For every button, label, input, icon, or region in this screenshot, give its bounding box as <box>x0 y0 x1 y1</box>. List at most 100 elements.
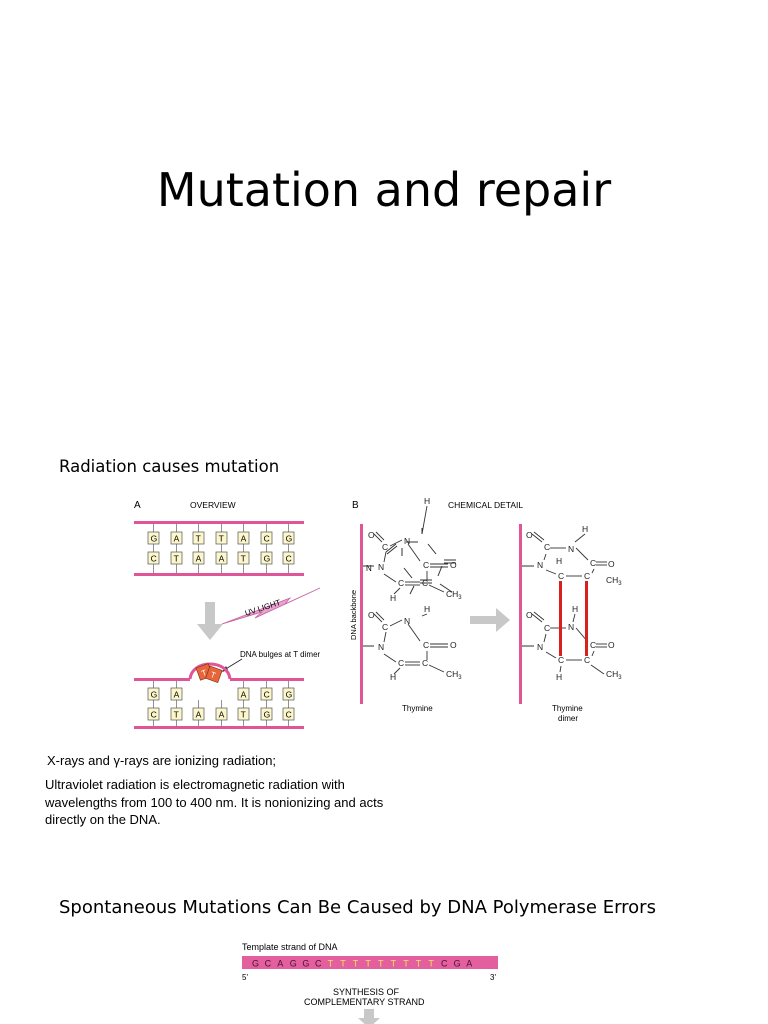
sequence-base: G <box>454 959 461 969</box>
svg-text:H: H <box>424 496 430 506</box>
backbone-label: DNA backbone <box>349 590 358 640</box>
svg-text:O: O <box>368 530 375 540</box>
svg-text:C: C <box>584 655 590 665</box>
dna-backbone-left <box>360 524 363 704</box>
base-box: G <box>260 707 273 721</box>
page-title: Mutation and repair <box>156 163 612 217</box>
svg-text:C: C <box>151 710 157 720</box>
section-heading-polymerase: Spontaneous Mutations Can Be Caused by D… <box>59 897 656 918</box>
base-box: C <box>260 531 273 545</box>
svg-text:A: A <box>241 534 247 544</box>
dimer-label-line1: Thymine <box>552 704 583 713</box>
cyclobutane-bond-right <box>585 581 588 656</box>
svg-text:H: H <box>556 672 562 682</box>
base-box: A <box>237 531 250 545</box>
svg-text:A: A <box>196 554 202 564</box>
svg-text:C: C <box>398 578 404 588</box>
svg-text:CH3: CH3 <box>606 575 622 587</box>
sequence-base: G <box>302 959 309 969</box>
base-box: C <box>282 707 295 721</box>
template-label: Template strand of DNA <box>242 942 338 952</box>
svg-text:C: C <box>422 578 428 588</box>
svg-text:T: T <box>174 710 179 720</box>
base-box: T <box>215 531 228 545</box>
svg-text:A: A <box>219 710 225 720</box>
cyclobutane-bond-left <box>559 581 562 656</box>
svg-text:O: O <box>608 640 615 650</box>
svg-text:C: C <box>398 658 404 668</box>
dna-bulge <box>188 662 232 680</box>
sequence-base: A <box>277 959 283 969</box>
base-box: A <box>215 551 228 565</box>
sequence-base: T <box>353 959 359 969</box>
synthesis-label-line1: SYNTHESIS OF <box>333 987 400 997</box>
svg-text:O: O <box>526 610 533 620</box>
base-box: T <box>192 531 205 545</box>
svg-text:C: C <box>382 622 388 632</box>
svg-text:C: C <box>590 640 596 650</box>
thymine-label: Thymine <box>402 704 433 713</box>
svg-text:CH3: CH3 <box>446 589 462 601</box>
svg-text:A: A <box>219 554 225 564</box>
dna-strand-top <box>134 521 304 524</box>
svg-text:CH3: CH3 <box>446 669 462 681</box>
svg-text:O: O <box>450 560 457 570</box>
mutated-strand-top-right <box>230 678 304 681</box>
svg-text:G: G <box>264 710 271 720</box>
uv-bolt-icon <box>221 587 321 625</box>
ionizing-radiation-text: X-rays and γ-rays are ionizing radiation… <box>47 753 277 768</box>
svg-text:N: N <box>537 560 543 570</box>
ultraviolet-radiation-text: Ultraviolet radiation is electromagnetic… <box>45 777 384 827</box>
mutated-strand-top-left <box>134 678 190 681</box>
panel-b-title: CHEMICAL DETAIL <box>448 500 523 510</box>
panel-a-letter: A <box>134 500 141 511</box>
base-box: T <box>170 551 183 565</box>
svg-text:C: C <box>264 690 270 700</box>
svg-text:H: H <box>556 556 562 566</box>
panel-b-letter: B <box>352 500 359 511</box>
thymine-top: N <box>366 527 457 595</box>
base-box: A <box>170 687 183 701</box>
svg-text:C: C <box>558 655 564 665</box>
svg-text:A: A <box>174 534 180 544</box>
svg-text:C: C <box>286 554 292 564</box>
svg-text:H: H <box>390 672 396 682</box>
svg-text:T: T <box>196 534 201 544</box>
dimer-label-line2: dimer <box>558 714 578 723</box>
sequence-base: T <box>340 959 346 969</box>
svg-text:N: N <box>378 562 384 572</box>
sequence-base: C <box>441 959 448 969</box>
svg-text:N: N <box>568 544 574 554</box>
end-5-label: 5' <box>242 973 248 982</box>
template-strand-bar <box>242 956 498 969</box>
base-box: G <box>282 687 295 701</box>
svg-text:C: C <box>558 571 564 581</box>
base-box: A <box>192 551 205 565</box>
svg-text:O: O <box>608 559 615 569</box>
svg-text:H: H <box>390 593 396 603</box>
sequence-base: T <box>378 959 384 969</box>
svg-text:N: N <box>568 622 574 632</box>
svg-text:C: C <box>423 640 429 650</box>
right-arrow-icon <box>470 608 510 632</box>
svg-text:A: A <box>241 690 247 700</box>
base-box: G <box>282 531 295 545</box>
t-dimer-right: T <box>205 665 223 684</box>
svg-text:O: O <box>526 530 533 540</box>
sequence-base: T <box>391 959 397 969</box>
svg-text:T: T <box>241 554 246 564</box>
svg-text:C: C <box>382 542 388 552</box>
svg-text:T: T <box>219 534 224 544</box>
svg-text:A: A <box>196 710 202 720</box>
synthesis-label-line2: COMPLEMENTARY STRAND <box>304 997 425 1007</box>
svg-text:C: C <box>584 571 590 581</box>
base-box: A <box>237 687 250 701</box>
sequence-base: T <box>328 959 334 969</box>
base-pair-ticks <box>153 524 289 573</box>
sequence-base: T <box>416 959 422 969</box>
svg-text:CH3: CH3 <box>606 669 622 681</box>
